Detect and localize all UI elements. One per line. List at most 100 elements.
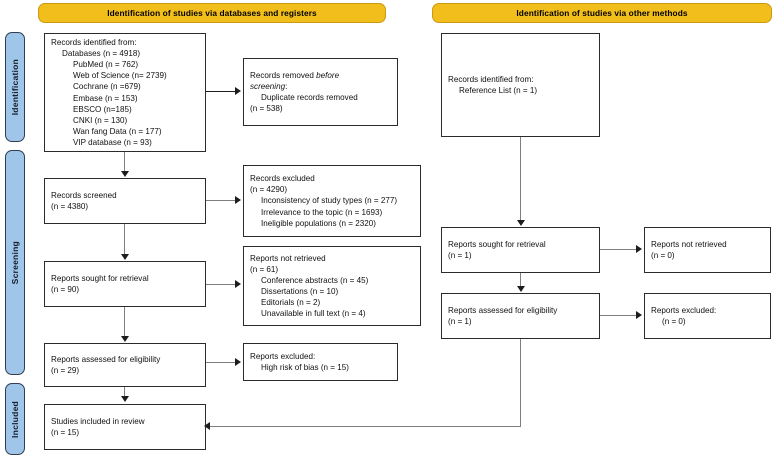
reports-assessed-line-2: (n = 29) xyxy=(51,366,80,375)
reports-not-retrieved-line-3: Dissertations (n = 10) xyxy=(261,287,339,296)
records-removed-em-before: before xyxy=(316,70,340,80)
records-identified-line-0: Records identified from: xyxy=(51,38,137,48)
records-excluded-line-1: (n = 4290) xyxy=(250,185,288,195)
records-removed-line-1: Records removed before xyxy=(250,70,391,81)
arrowhead-excluded-right xyxy=(235,196,241,204)
stage-pill-screening: Screening xyxy=(5,150,25,375)
connector-sought-to-assessed xyxy=(124,307,126,336)
box-reports-assessed-eligibility: Reports assessed for eligibility (n = 29… xyxy=(44,343,206,387)
records-removed-text-pre: Records removed xyxy=(250,70,317,80)
box-records-excluded: Records excluded (n = 4290) Inconsistenc… xyxy=(243,165,421,237)
banner-databases-registers-label: Identification of studies via databases … xyxy=(107,8,317,18)
reports-not-retrieved-line-2: Conference abstracts (n = 45) xyxy=(261,275,369,285)
box-reports-sought-retrieval: Reports sought for retrieval (n = 90) xyxy=(44,261,206,307)
connector-other-to-included-horizontal xyxy=(209,426,521,428)
other-not-retrieved-line-1: Reports not retrieved xyxy=(651,239,727,249)
connector-other-sought-to-assessed xyxy=(520,273,522,286)
other-sought-line-2: (n = 1) xyxy=(448,251,472,260)
stage-pill-included-label: Included xyxy=(10,400,20,438)
reports-not-retrieved-line-4: Editorials (n = 2) xyxy=(261,298,321,308)
box-reports-not-retrieved: Reports not retrieved (n = 61) Conferenc… xyxy=(243,246,421,326)
records-removed-line-4: (n = 538) xyxy=(250,104,283,114)
connector-identified-to-screened xyxy=(124,152,126,172)
stage-pill-identification: Identification xyxy=(5,32,25,142)
banner-other-methods-label: Identification of studies via other meth… xyxy=(516,8,688,18)
arrowhead-other-sought-down xyxy=(516,220,525,226)
box-reports-excluded: Reports excluded: High risk of bias (n =… xyxy=(243,343,398,381)
box-records-screened: Records screened (n = 4380) xyxy=(44,178,206,224)
other-assessed-line-2: (n = 1) xyxy=(448,317,472,326)
connector-screened-to-excluded xyxy=(206,200,236,202)
reports-not-retrieved-line-5: Unavailable in full text (n = 4) xyxy=(261,309,366,319)
stage-pill-screening-label: Screening xyxy=(10,240,20,285)
banner-other-methods: Identification of studies via other meth… xyxy=(432,3,772,23)
arrowhead-other-not-retrieved-right xyxy=(636,245,642,253)
records-identified-line-9: VIP database (n = 93) xyxy=(73,137,152,147)
records-removed-line-2: screening: xyxy=(250,81,391,92)
box-other-reports-not-retrieved: Reports not retrieved (n = 0) xyxy=(644,227,771,273)
records-excluded-line-2: Inconsistency of study types (n = 277) xyxy=(261,196,398,206)
box-studies-included-review: Studies included in review (n = 15) xyxy=(44,404,206,450)
connector-other-assessed-down-to-included xyxy=(520,339,522,427)
connector-assessed-to-included xyxy=(124,387,126,397)
reports-not-retrieved-line-1: (n = 61) xyxy=(250,264,279,274)
arrowhead-not-retrieved-right xyxy=(235,280,241,288)
records-excluded-line-4: Ineligible populations (n = 2320) xyxy=(261,218,376,228)
records-excluded-line-3: Irrelevance to the topic (n = 1693) xyxy=(261,207,383,217)
other-identified-line-1: Records identified from: xyxy=(448,74,534,84)
box-other-reports-excluded: Reports excluded: (n = 0) xyxy=(644,293,771,339)
reports-sought-line-2: (n = 90) xyxy=(51,285,80,294)
other-sought-line-1: Reports sought for retrieval xyxy=(448,239,546,249)
records-identified-line-1: Databases (n = 4918) xyxy=(62,49,141,59)
studies-included-line-1: Studies included in review xyxy=(51,416,145,426)
records-screened-line-1: Records screened xyxy=(51,190,117,200)
reports-assessed-line-1: Reports assessed for eligibility xyxy=(51,354,161,364)
arrowhead-included-left xyxy=(204,422,210,430)
reports-not-retrieved-line-0: Reports not retrieved xyxy=(250,253,326,263)
records-removed-em-screening: screening xyxy=(250,81,286,91)
records-identified-line-6: EBSCO (n=185) xyxy=(73,104,132,114)
records-identified-line-2: PubMed (n = 762) xyxy=(73,60,139,70)
records-identified-line-5: Embase (n = 153) xyxy=(73,93,138,103)
connector-sought-to-not-retrieved xyxy=(206,284,236,286)
other-identified-line-2: Reference List (n = 1) xyxy=(459,86,538,95)
connector-other-sought-to-not-retrieved xyxy=(600,249,637,251)
connector-screened-to-sought xyxy=(124,224,126,254)
connector-other-identified-to-sought xyxy=(520,137,522,220)
records-identified-line-8: Wan fang Data (n = 177) xyxy=(73,126,162,136)
reports-excluded-line-2: High risk of bias (n = 15) xyxy=(261,363,349,372)
studies-included-line-2: (n = 15) xyxy=(51,428,80,437)
reports-sought-line-1: Reports sought for retrieval xyxy=(51,273,149,283)
arrowhead-removed-right xyxy=(235,87,241,95)
records-screened-line-2: (n = 4380) xyxy=(51,202,89,211)
connector-assessed-to-reports-excluded xyxy=(206,362,236,364)
box-records-removed: Records removed before screening: Duplic… xyxy=(243,58,398,126)
connector-other-assessed-to-excluded xyxy=(600,315,637,317)
stage-pill-identification-label: Identification xyxy=(10,58,20,116)
other-not-retrieved-line-2: (n = 0) xyxy=(651,251,675,260)
other-assessed-line-1: Reports assessed for eligibility xyxy=(448,305,558,315)
records-excluded-line-0: Records excluded xyxy=(250,174,315,184)
connector-identified-to-removed xyxy=(206,91,236,93)
records-identified-line-7: CNKI (n = 130) xyxy=(73,115,128,125)
arrowhead-other-excluded-right xyxy=(636,311,642,319)
box-records-identified-other: Records identified from: Reference List … xyxy=(441,33,600,137)
arrowhead-reports-excluded-right xyxy=(235,358,241,366)
other-excluded-line-2: (n = 0) xyxy=(662,317,686,326)
banner-databases-registers: Identification of studies via databases … xyxy=(38,3,386,23)
records-removed-line-3: Duplicate records removed xyxy=(261,93,358,102)
arrowhead-screened-down xyxy=(120,171,129,177)
box-records-identified-databases: Records identified from: Databases (n = … xyxy=(44,33,206,152)
arrowhead-assessed-down xyxy=(120,336,129,342)
records-identified-line-4: Cochrane (n =679) xyxy=(73,82,141,92)
records-identified-line-3: Web of Science (n= 2739) xyxy=(73,71,167,81)
arrowhead-sought-down xyxy=(120,254,129,260)
arrowhead-other-assessed-down xyxy=(516,286,525,292)
reports-excluded-line-1: Reports excluded: xyxy=(250,351,316,361)
arrowhead-included-down xyxy=(120,396,129,402)
stage-pill-included: Included xyxy=(5,383,25,455)
box-other-reports-assessed: Reports assessed for eligibility (n = 1) xyxy=(441,293,600,339)
box-other-reports-sought: Reports sought for retrieval (n = 1) xyxy=(441,227,600,273)
other-excluded-line-1: Reports excluded: xyxy=(651,305,717,315)
